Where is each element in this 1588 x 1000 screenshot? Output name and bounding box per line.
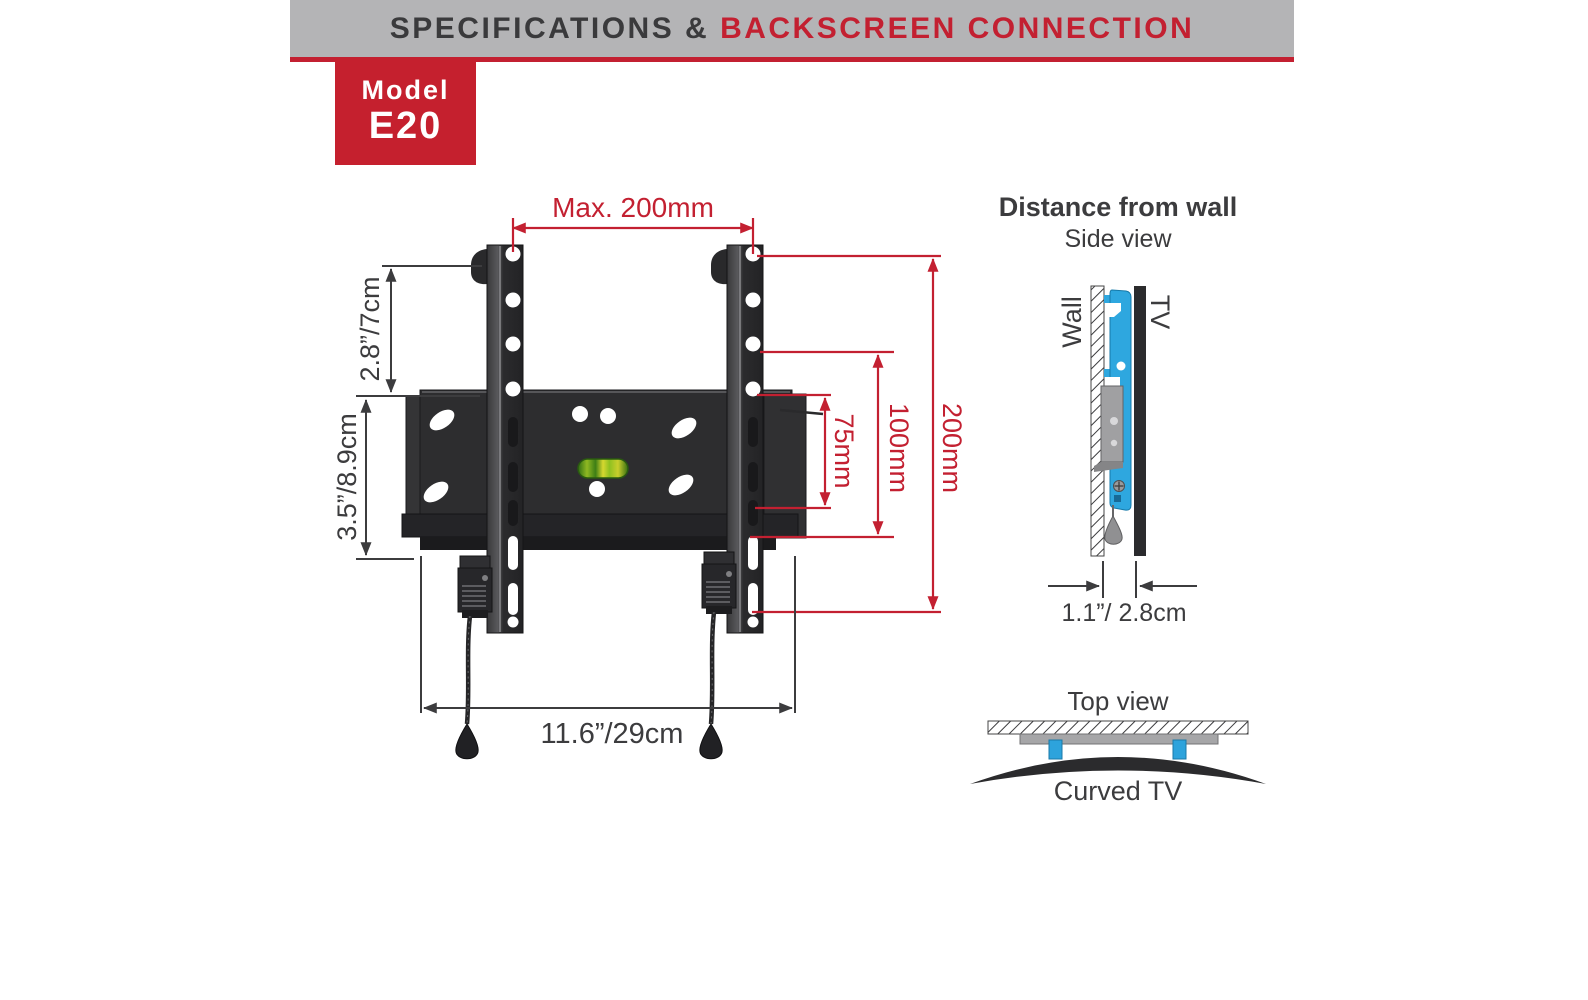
dimension-bottom-width: 11.6”/29cm [420, 556, 796, 750]
wall-mount-drawing [401, 244, 824, 760]
side-cord-pull [1104, 514, 1123, 545]
dim-right-200-label: 200mm [937, 403, 967, 493]
lock-clamp-right [699, 551, 737, 760]
cord-pull-right [699, 723, 723, 760]
spacer-peg-left [1048, 739, 1063, 760]
top-view-caption: Curved TV [1054, 776, 1183, 806]
wall-plate-profile [1094, 385, 1125, 545]
header-title-accent: BACKSCREEN CONNECTION [720, 11, 1195, 45]
header-rule [290, 57, 1294, 62]
lock-clamp-left [455, 555, 493, 760]
tv-label: TV [1145, 295, 1175, 330]
model-badge-label: Model [361, 75, 450, 106]
wall-bar [987, 720, 1249, 735]
curved-tv-outline [970, 757, 1266, 784]
dim-lower-left-label: 3.5”/8.9cm [332, 413, 362, 541]
dimension-right-200: 200mm [752, 254, 967, 614]
dimension-right-75: 75mm [755, 393, 859, 510]
dim-right-100-label: 100mm [884, 403, 914, 493]
model-badge-number: E20 [368, 105, 443, 148]
cord-pull-left [455, 723, 479, 760]
mount-bar [1019, 733, 1219, 745]
dimension-upper-left: 2.8”/7cm [355, 265, 482, 397]
top-view-title: Top view [1067, 686, 1168, 716]
dimension-top-width: Max. 200mm [511, 192, 755, 254]
dimension-lower-left: 3.5”/8.9cm [332, 399, 414, 560]
side-view-subtitle: Side view [1065, 225, 1173, 253]
spacer-peg-right [1172, 739, 1187, 760]
dim-upper-left-label: 2.8”/7cm [355, 276, 385, 381]
side-view-diagram: Distance from wall Side view Wall TV [999, 192, 1238, 627]
tv-panel [1134, 286, 1146, 556]
side-view-title: Distance from wall [999, 192, 1238, 222]
dimension-wall-distance: 1.1”/ 2.8cm [1048, 561, 1197, 627]
header-bar: SPECIFICATIONS & BACKSCREEN CONNECTION [290, 0, 1294, 57]
dimension-right-100: 100mm [750, 350, 914, 539]
dim-wall-distance-label: 1.1”/ 2.8cm [1061, 599, 1186, 627]
spirit-level [577, 458, 629, 479]
dim-bottom-width-label: 11.6”/29cm [541, 718, 684, 750]
header-title: SPECIFICATIONS & [389, 11, 721, 45]
dim-top-width-label: Max. 200mm [552, 192, 714, 223]
dim-right-75-label: 75mm [829, 413, 859, 488]
wall-label: Wall [1057, 296, 1087, 348]
model-badge: Model E20 [335, 58, 476, 165]
mount-rail-left [471, 244, 524, 634]
top-view-diagram: Top view Curved TV [970, 686, 1266, 806]
tilt-wire [779, 408, 824, 416]
